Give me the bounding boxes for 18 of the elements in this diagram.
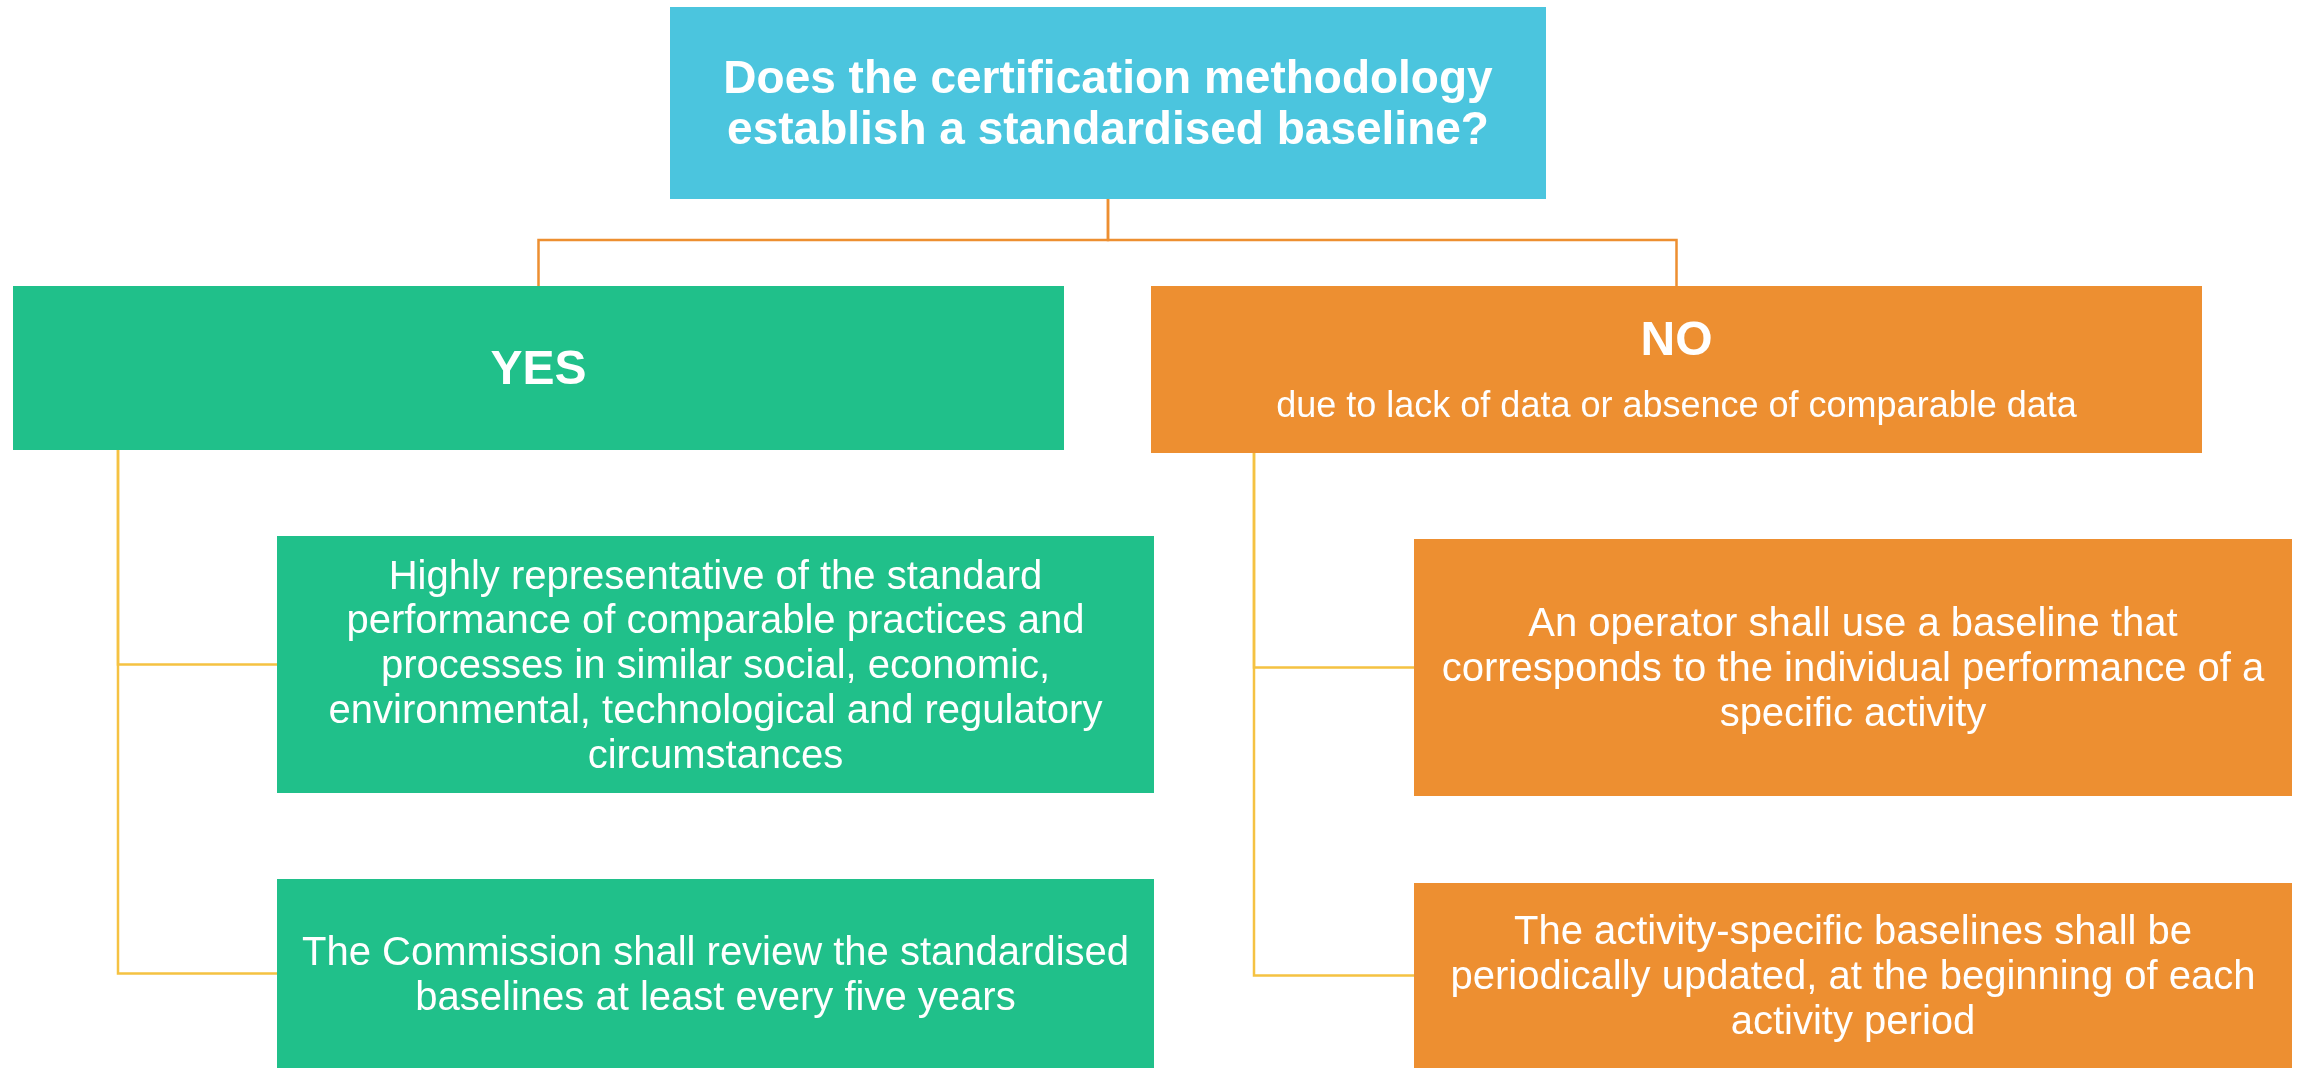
connector-line (1252, 453, 1414, 977)
answer-heading: NO (1640, 312, 1713, 366)
statement-text: Highly representative of the standard performance of comparable practices and processes in similar social, economic, environmental, technological and regulatory circumstances (327, 552, 1104, 777)
question-box (670, 7, 1546, 199)
answer-note: due to lack of data or absence of comparable data (1276, 383, 2077, 427)
statement-box (277, 536, 1154, 793)
statement-text: The Commission shall review the standardised baselines at least every five years (301, 928, 1130, 1019)
statement-text: An operator shall use a baseline that corresponds to the individual performance of a specific activity (1440, 600, 2266, 735)
answer-box (1151, 286, 2202, 453)
question-text: Does the certification methodology establish a standardised baseline? (722, 52, 1494, 154)
statement-box (277, 879, 1154, 1068)
answer-heading: YES (490, 341, 587, 395)
statement-box (1414, 539, 2292, 796)
statement-box (1414, 883, 2292, 1068)
connector-line (1106, 199, 1678, 286)
connector-line (116, 450, 277, 975)
answer-box (13, 286, 1064, 450)
statement-text: The activity-specific baselines shall be periodically updated, at the beginning of each activity period (1449, 908, 2257, 1043)
